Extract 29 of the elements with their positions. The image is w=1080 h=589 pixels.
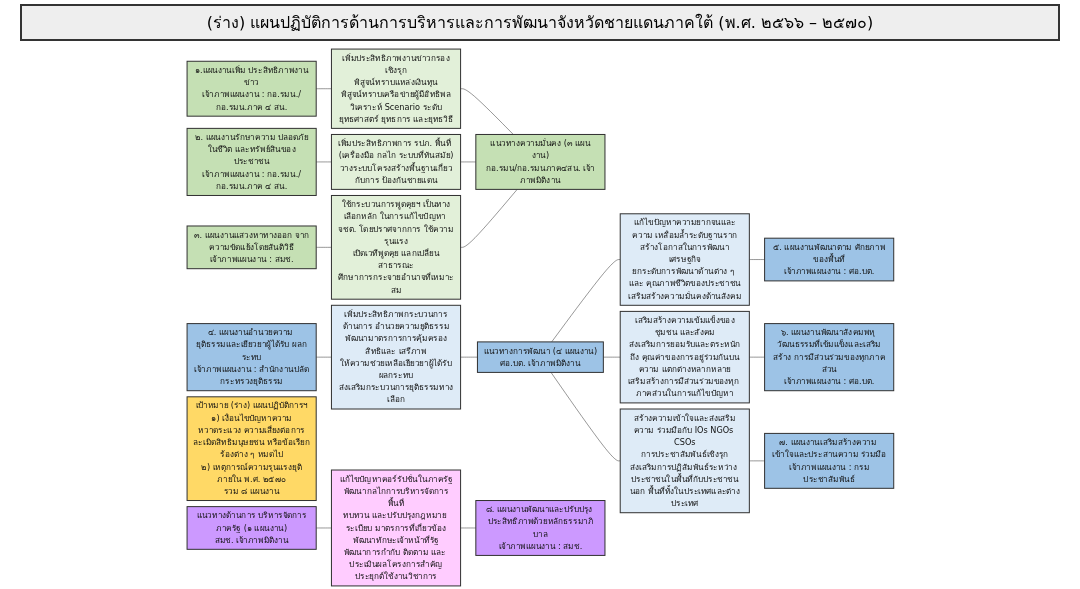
diagram-title: (ร่าง) แผนปฏิบัติการด้านการบริหารและการพัฒนาจังหวัดชายแดนภาคใต้ (พ.ศ. ๒๕๖๖ – ๒๕๗๐) (20, 4, 1060, 41)
node-box: ๕. แผนงานพัฒนาตาม ศักยภาพของพื้นที่ เจ้าภาพแผนงาน : ศอ.บต. (763, 237, 894, 282)
node-box: เพิ่มประสิทธิภาพงานข่าวกรองเชิงรุก พิสูจน์ทราบแหล่งเงินทุน พิสูจน์ทราบเครือข่ายผู้มีอิทธิพล วิเคราะห์ Scenario ระดับยุทธศาสตร์ ยุทธการ และยุทธวิธี (330, 48, 461, 129)
connector (315, 356, 332, 358)
node-box: แนวทางความมั่นคง (๓ แผนงาน) กอ.รมน/กอ.รมนภาค๔สน. เจ้าภาพมิติงาน (474, 133, 606, 190)
connector (748, 259, 765, 260)
node-box: ๑.แผนงานเพิ่ม ประสิทธิภาพงานข่าว เจ้าภาพแผนงาน : กอ.รมน./กอ.รมน.ภาค ๔ สน. (186, 60, 317, 117)
node-box: ๗. แผนงานเสริมสร้างความ เข้าใจและประสานความ ร่วมมือ เจ้าภาพแผนงาน : กรมประชาสัมพันธ์ (763, 432, 894, 489)
connector (315, 247, 332, 248)
node-box: ๒. แผนงานรักษาความ ปลอดภัยในชีวิต และทรัพย์สินของประชาชน เจ้าภาพแผนงาน : กอ.รมน./กอ.รมน.ภาค ๔ สน. (186, 127, 317, 196)
node-box: แก้ไขปัญหาความยากจนและความ เหลื่อมล้ำระดับฐานราก สร้างโอกาสในการพัฒนาเศรษฐกิจ ยกระดับการพัฒนาด้านต่าง ๆ และ คุณภาพชีวิตของประชาชน เสริมสร้างความมั่นคงด้านสังคม (619, 213, 750, 306)
node-box: ใช้กระบวนการพูดคุยฯ เป็นทางเลือกหลัก ในการแก้ไขปัญหา จชต. โดยปราศจากการ ใช้ความรุนแรง เปิดเวทีพูดคุย แลกเปลี่ยนสาธารณะ ศึกษาการกระจายอำนาจที่เหมาะสม (330, 194, 461, 300)
node-box: ๔. แผนงานอำนวยความ ยุติธรรมและเยียวยาผู้ได้รับ ผลกระทบ เจ้าภาพแผนงาน : สำนักงานปลัดกระทรวงยุติธรรม (186, 323, 317, 392)
connector (315, 527, 332, 529)
connector (315, 88, 332, 89)
node-box: สร้างความเข้าใจและส่งเสริมความ ร่วมมือกับ IOs NGOs CSOs การประชาสัมพันธ์เชิงรุก ส่งเสริมการปฏิสัมพันธ์ระหว่าง ประชาชนในพื้นที่กับประชาชนนอก พื้นที่ทั้งในประเทศและต่างประเทศ (619, 408, 750, 514)
node-box: แนวทางด้านการ บริหารจัดการภาครัฐ (๑ แผนงาน) สมช. เจ้าภาพมิติงาน (186, 506, 317, 550)
node-box: แก้ไขปัญหาคอร์รัปชั่นในภาครัฐ พัฒนากลไกการบริหารจัดการพื้นที่ ทบทวน และปรับปรุงกฎหมาย ระเบียบ มาตรการที่เกี่ยวข้อง พัฒนาทักษะเจ้าหน้าที่รัฐ พัฒนาการกำกับ ติดตาม และ ประเมินผลโครงการสำคัญ ประยุกต์ใช้งานวิชาการ (330, 469, 461, 587)
connector (748, 460, 765, 462)
node-box: เพิ่มประสิทธิภาพกระบวนการด้านการ อำนวยความยุติธรรม พัฒนามาตรการการคุ้มครองสิทธิและ เสรีภาพ ให้ความช่วยเหลือเยียวยาผู้ได้รับผลกระทบ ส่งเสริมกระบวนการยุติธรรมทางเลือก (330, 304, 461, 410)
connector (748, 356, 765, 358)
node-box: เพิ่มประสิทธิภาพการ รปภ. พื้นที่ (เครื่องมือ กลไก ระบบที่ทันสมัย) วางระบบโครงสร้างพื้นฐานเกี่ยวกับการ ป้องกันชายแดน (330, 133, 461, 190)
node-box: ๘. แผนงานพัฒนาและปรับปรุง ประสิทธิภาพด้วยหลักธรรมาภิบาล เจ้าภาพแผนงาน : สมช. (474, 500, 606, 556)
connector (315, 161, 332, 163)
node-box: เป้าหมาย (ร่าง) แผนปฏิบัติการฯ ๑) เงื่อนไขปัญหาความหวาดระแวง ความเสี่ยงต่อการละเมิดสิทธิมนุษยชน หรือข้อเรียกร้องต่าง ๆ หมดไป ๒) เหตุการณ์ความรุนแรงยุติภายใน พ.ศ. ๒๕๗๐ รวม ๘ แผนงาน (186, 396, 317, 502)
node-box: ๖. แผนงานพัฒนาสังคมพหุ วัฒนธรรมที่เข้มแข็งและเสริมสร้าง การมีส่วนร่วมของทุกภาคส่วน เจ้าภาพแผนงาน : ศอ.บต. (763, 323, 894, 392)
node-box: ๓. แผนงานแสวงหาทางออก จากความขัดแย้งโดยสันติวิธี เจ้าภาพแผนงาน : สมช. (186, 225, 317, 270)
node-box: แนวทางการพัฒนา (๔ แผนงาน) ศอ.บต. เจ้าภาพมิติงาน (476, 341, 604, 373)
node-box: เสริมสร้างความเข้มแข็งของชุมชน และสังคม ส่งเสริมการยอมรับและตระหนักถึง คุณค่าของการอยู่ร่วมกันบนความ แตกต่างหลากหลาย เสริมสร้างการมีส่วนร่วมของทุก ภาคส่วนในการแก้ไขปัญหา (619, 310, 750, 404)
